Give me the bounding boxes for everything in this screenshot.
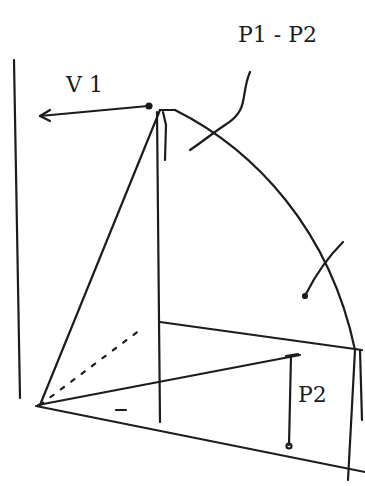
vertical-line bbox=[157, 112, 160, 422]
dash-mark bbox=[116, 409, 126, 411]
top-tick bbox=[160, 109, 175, 111]
slant-line bbox=[40, 110, 160, 405]
horizontal-line bbox=[160, 322, 362, 350]
bottom-line bbox=[36, 406, 365, 472]
right-line-2 bbox=[360, 350, 362, 420]
leader-line bbox=[190, 72, 250, 150]
pressure-difference-label: P1 - P2 bbox=[238, 24, 317, 46]
dotted-line bbox=[40, 330, 140, 405]
p2-tick bbox=[286, 354, 298, 356]
p2-line bbox=[289, 356, 291, 445]
velocity-label: V 1 bbox=[66, 74, 103, 96]
p2-dot bbox=[287, 444, 292, 449]
right-line bbox=[348, 350, 355, 480]
leader-dot bbox=[303, 294, 307, 298]
lower-slant-line bbox=[38, 355, 300, 405]
left-line bbox=[14, 60, 20, 398]
leader-line-2 bbox=[306, 242, 343, 294]
vertical-line-double bbox=[163, 112, 166, 160]
v1-arrow bbox=[40, 106, 148, 116]
curve-line bbox=[175, 110, 355, 350]
v1-arrowhead bbox=[40, 110, 50, 121]
pressure-label: P2 bbox=[298, 384, 327, 406]
v1-dot bbox=[147, 104, 152, 109]
